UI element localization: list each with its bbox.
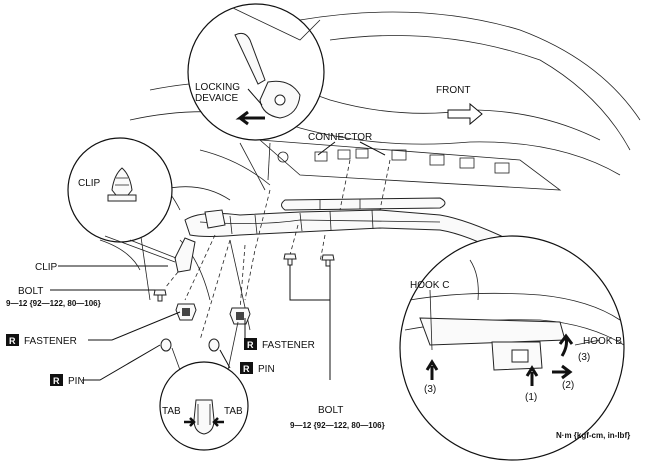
- fasteners: [160, 303, 251, 352]
- replace-badge-pin-left: R: [50, 374, 63, 386]
- label-locking-device-line1: LOCKING: [195, 82, 240, 93]
- bolts: [153, 253, 335, 302]
- assembly-guides: [164, 159, 391, 341]
- badge-text: R: [247, 340, 254, 350]
- label-pin-right: PIN: [258, 364, 275, 375]
- clip-detail: [67, 137, 177, 263]
- label-tab-right: TAB: [224, 406, 243, 417]
- fastener-right: [229, 307, 251, 325]
- label-step-3-right: (3): [578, 352, 590, 363]
- label-tab-left: TAB: [162, 406, 181, 417]
- label-locking-device-line2: DEVAICE: [195, 93, 238, 104]
- bolt-center-2: [321, 254, 335, 267]
- label-connector: CONNECTOR: [308, 132, 372, 143]
- label-hook-b: HOOK B: [583, 336, 622, 347]
- label-bolt-left-torque: 9—12 {92—122, 80—106}: [6, 299, 101, 308]
- bolt-center-1: [283, 253, 297, 266]
- label-bolt-left: BOLT: [18, 286, 43, 297]
- curtain-airbag-module: [174, 197, 521, 273]
- label-step-1: (1): [525, 392, 537, 403]
- label-step-2: (2): [562, 380, 574, 391]
- badge-text: R: [243, 364, 250, 374]
- label-hook-c: HOOK C: [410, 280, 449, 291]
- replace-badge-fastener-left: R: [6, 334, 19, 346]
- label-front: FRONT: [436, 85, 470, 96]
- label-bolt-bottom: BOLT: [318, 405, 343, 416]
- label-fastener-right: FASTENER: [262, 340, 315, 351]
- label-units-note: N·m {kgf-cm, in-lbf}: [556, 431, 630, 440]
- badge-text: R: [9, 336, 16, 346]
- label-step-3-left: (3): [424, 384, 436, 395]
- replace-badge-fastener-right: R: [244, 338, 257, 350]
- leader-lines: [50, 88, 386, 381]
- hook-detail: [399, 235, 625, 461]
- bolt-left: [153, 289, 167, 302]
- pin-right: [208, 338, 220, 352]
- locking-device-detail: [187, 3, 325, 191]
- label-bolt-bottom-torque: 9—12 {92—122, 80—106}: [290, 421, 385, 430]
- label-clip-callout: CLIP: [78, 178, 101, 189]
- front-arrow-icon: [447, 102, 483, 126]
- pin-left: [160, 338, 172, 352]
- label-clip: CLIP: [35, 262, 58, 273]
- replace-badge-pin-right: R: [240, 362, 253, 374]
- rail-holes: [277, 148, 510, 174]
- fastener-left: [175, 303, 197, 321]
- label-pin-left: PIN: [68, 376, 85, 387]
- label-fastener-left: FASTENER: [24, 336, 77, 347]
- tab-detail: [159, 321, 249, 451]
- badge-text: R: [53, 376, 60, 386]
